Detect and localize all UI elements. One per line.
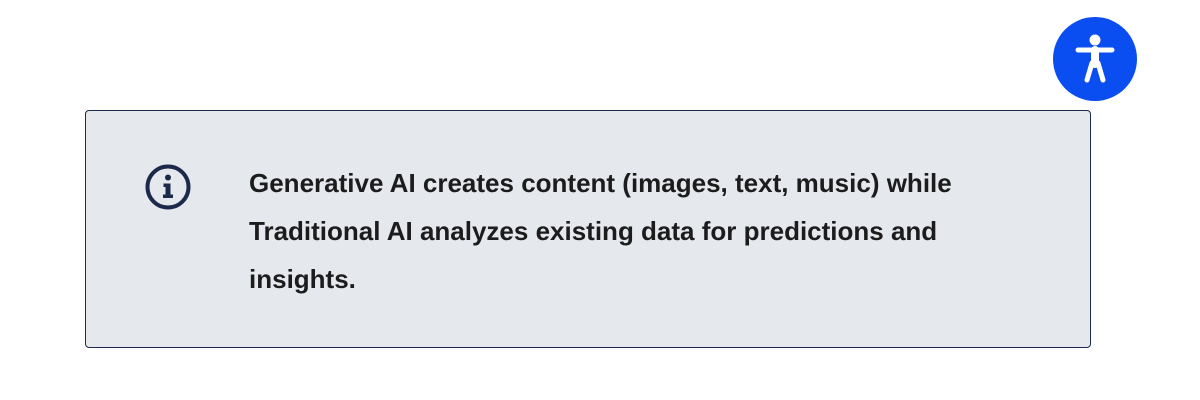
accessibility-person-icon bbox=[1075, 34, 1115, 83]
accessibility-button[interactable] bbox=[1051, 15, 1139, 103]
info-circle-icon bbox=[145, 164, 191, 210]
callout-text: Generative AI creates content (images, t… bbox=[249, 168, 952, 294]
info-callout: Generative AI creates content (images, t… bbox=[85, 110, 1091, 348]
accessibility-button-circle[interactable] bbox=[1056, 20, 1134, 98]
